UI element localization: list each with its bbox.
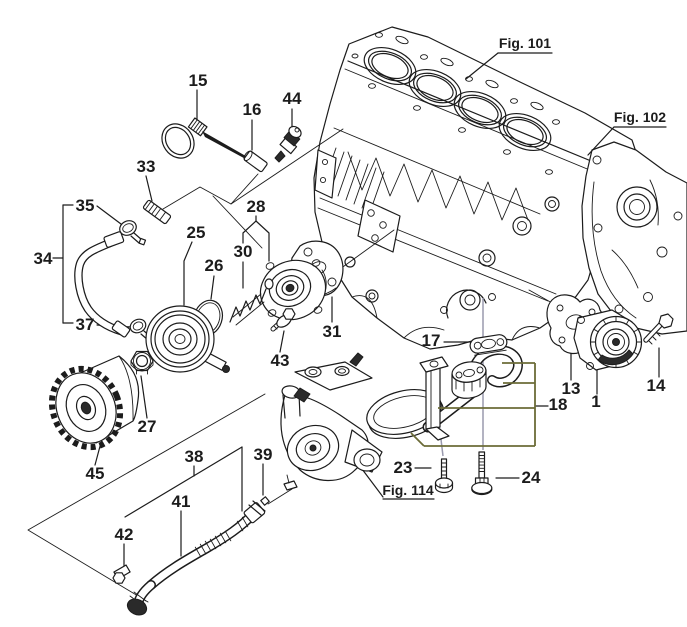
oil-hose-drawing bbox=[112, 496, 270, 616]
oil-pipe-drawing bbox=[74, 231, 131, 338]
callout-35[interactable]: 35 bbox=[76, 196, 95, 215]
pressure-switch-drawing bbox=[274, 125, 302, 163]
hose-clamp-39-drawing bbox=[243, 496, 270, 524]
callouts: 15 16 44 33 35 34 37 25 26 28 30 31 43 2… bbox=[34, 35, 667, 544]
callout-17[interactable]: 17 bbox=[422, 331, 441, 350]
pipe-gasket-drawing bbox=[469, 334, 508, 356]
callout-13[interactable]: 13 bbox=[562, 379, 581, 398]
fig-ref-114[interactable]: Fig. 114 bbox=[382, 482, 434, 498]
bolt-43-drawing bbox=[270, 308, 296, 332]
callout-26[interactable]: 26 bbox=[205, 256, 224, 275]
filter-bracket-drawing bbox=[280, 352, 383, 491]
pipe-clamp-35-drawing bbox=[119, 220, 147, 246]
callout-37[interactable]: 37 bbox=[76, 315, 95, 334]
callout-41[interactable]: 41 bbox=[172, 492, 191, 511]
joint-33-drawing bbox=[142, 199, 172, 225]
callout-27[interactable]: 27 bbox=[138, 417, 157, 436]
callout-38[interactable]: 38 bbox=[185, 447, 204, 466]
bolt-23-drawing bbox=[434, 458, 454, 494]
highlight-bracket-18 bbox=[410, 362, 536, 447]
callout-42[interactable]: 42 bbox=[115, 525, 134, 544]
callout-24[interactable]: 24 bbox=[522, 468, 541, 487]
callout-15[interactable]: 15 bbox=[189, 71, 208, 90]
engine-block-drawing bbox=[313, 26, 637, 350]
callout-33[interactable]: 33 bbox=[137, 157, 156, 176]
valve-spring-drawing bbox=[229, 278, 274, 326]
oil-pump-drawing bbox=[573, 309, 643, 371]
parts-layer bbox=[48, 117, 674, 616]
oil-cooler-drawing bbox=[145, 305, 230, 373]
callout-28[interactable]: 28 bbox=[247, 197, 266, 216]
dipstick-drawing bbox=[161, 117, 253, 163]
callout-30[interactable]: 30 bbox=[234, 242, 253, 261]
callout-1[interactable]: 1 bbox=[591, 392, 600, 411]
callout-39[interactable]: 39 bbox=[254, 445, 273, 464]
callout-14[interactable]: 14 bbox=[647, 376, 666, 395]
callout-23[interactable]: 23 bbox=[394, 458, 413, 477]
valve-flange-drawing bbox=[259, 259, 327, 321]
callout-31[interactable]: 31 bbox=[323, 322, 342, 341]
callout-25[interactable]: 25 bbox=[187, 223, 206, 242]
callout-16[interactable]: 16 bbox=[243, 100, 262, 119]
leader-lines bbox=[52, 52, 660, 569]
callout-44[interactable]: 44 bbox=[283, 89, 302, 108]
pump-bolt-drawing bbox=[643, 313, 674, 345]
callout-45[interactable]: 45 bbox=[86, 464, 105, 483]
oil-filter-drawing bbox=[48, 355, 140, 451]
callout-34[interactable]: 34 bbox=[34, 249, 53, 268]
callout-43[interactable]: 43 bbox=[271, 351, 290, 370]
nut-drawing bbox=[130, 350, 154, 375]
fig-ref-102[interactable]: Fig. 102 bbox=[614, 109, 666, 125]
callout-18[interactable]: 18 bbox=[549, 395, 568, 414]
fig-ref-101[interactable]: Fig. 101 bbox=[499, 35, 551, 51]
fig-underlines bbox=[382, 52, 667, 500]
dipstick-tube-drawing bbox=[243, 150, 268, 173]
bolt-24-drawing bbox=[471, 451, 493, 496]
hose-clamp-42-drawing bbox=[112, 564, 131, 584]
suction-pipe-drawing bbox=[366, 345, 523, 441]
